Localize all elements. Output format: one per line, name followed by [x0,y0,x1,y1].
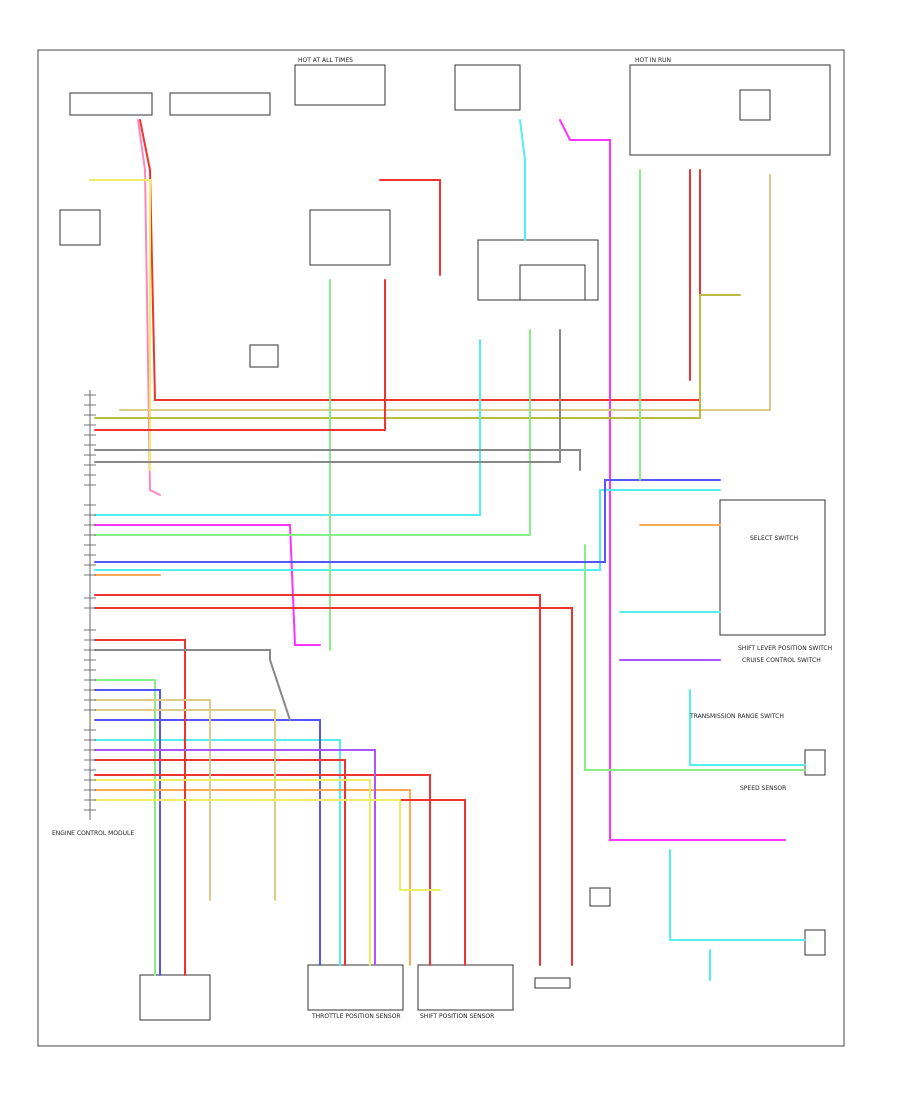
wire-magenta-3 [94,524,321,646]
wire-orange-25 [94,789,411,966]
wire-red-28 [94,594,541,966]
wire-red-27 [94,279,386,431]
wire-purple-38 [94,749,376,966]
wire-gray-42 [94,649,291,721]
wire-yellow-36 [94,779,371,966]
wire-red-26 [379,179,441,276]
wire-cyan-8 [519,119,526,241]
label-speed-sensor: SPEED SENSOR [740,785,786,792]
wire-blue-20 [94,479,721,563]
label-hot-in-run: HOT IN RUN [635,57,671,64]
ecm-pin-rows [84,394,96,811]
label-engine-control-module: ENGINE CONTROL MODULE [52,830,134,837]
wire-red-1 [139,119,701,401]
wire-layer [89,119,806,981]
label-throttle-position-sensor: THROTTLE POSITION SENSOR [311,1013,401,1020]
diagram-frame-and-blocks [37,49,845,1047]
label-select-switch: SELECT SWITCH [750,535,798,542]
wire-magenta-4 [559,119,786,841]
wire-cyan-15 [94,739,341,966]
wire-yellow-44 [94,799,441,891]
wire-red-30 [94,639,186,976]
wire-green-16 [94,329,531,536]
wire-cyan-10 [94,489,721,571]
wire-cyan-13 [669,849,806,941]
component-labels: SHIFT LEVER POSITION SWITCH CRUISE CONTR… [52,57,832,1020]
wire-tan-34 [94,699,211,901]
wire-red-31 [94,759,346,966]
wire-blue-21 [94,689,161,976]
wire-tan-6 [119,174,771,411]
wire-gray-39 [94,449,581,471]
label-transmission-range-switch: TRANSMISSION RANGE SWITCH [689,713,784,720]
wire-blue-22 [94,719,321,966]
wire-red-29 [94,607,573,966]
label-shift-position-sensor: SHIFT POSITION SENSOR [420,1013,494,1020]
wire-red-33 [94,774,431,966]
wire-gray-40 [94,329,561,463]
wire-cyan-9 [94,339,481,516]
wire-green-18 [584,544,806,771]
label-shift-lever-position-switch: SHIFT LEVER POSITION SWITCH [738,645,832,652]
wire-cyan-12 [689,689,806,766]
label-hot-at-all-times: HOT AT ALL TIMES [298,57,353,64]
wire-pink-2 [137,119,161,496]
wire-green-17 [94,679,156,976]
wire-olive-7 [94,294,741,419]
label-cruise-control-switch: CRUISE CONTROL SWITCH [742,657,821,664]
wire-tan-35 [94,709,276,901]
wire-yellow-5 [89,179,151,471]
